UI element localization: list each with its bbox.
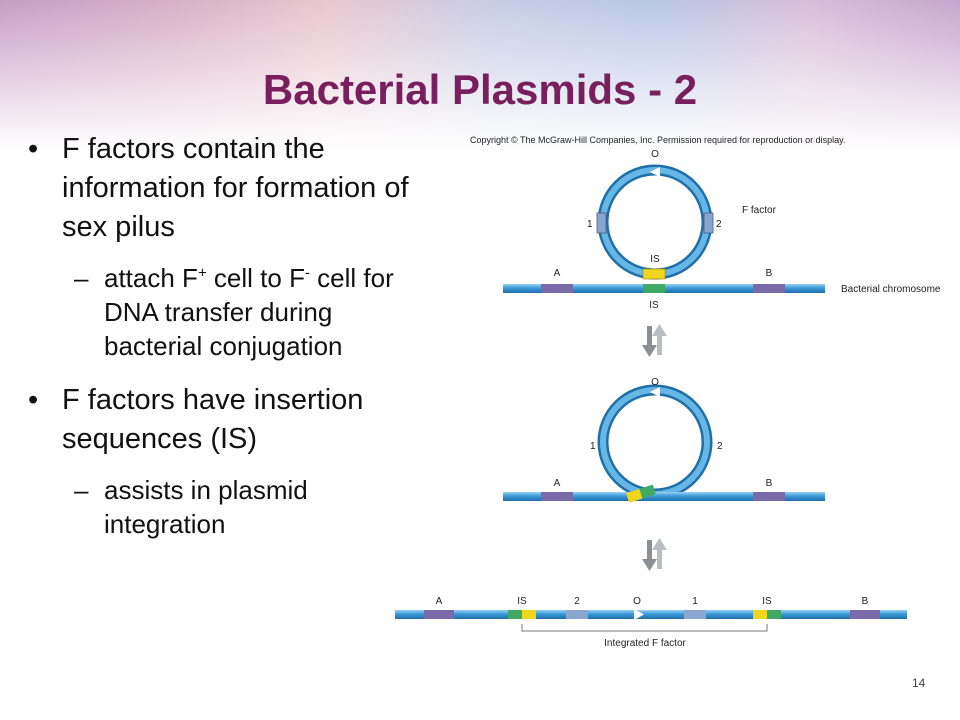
label-is-left: IS [517,596,527,607]
is-segment-yellow [753,610,767,619]
stage-2-pairing: O 1 2 A B [503,377,825,503]
label-bacterial-chromosome: Bacterial chromosome [841,284,941,295]
label-origin: O [651,377,659,388]
is-segment-green [508,610,522,619]
slide-title: Bacterial Plasmids - 2 [262,66,698,113]
label-gene-b: B [766,268,773,279]
label-gene-1: 1 [692,596,698,607]
equilibrium-arrows-icon [642,538,667,571]
gene-a-segment [541,284,573,293]
gene-b-segment [753,492,785,501]
bullet-text: F factors contain the information for fo… [62,133,409,243]
sub-bullet-fragment: cell to F [206,263,305,293]
gene-2-segment [703,212,714,234]
bullet-list: • F factors contain the information for … [28,130,418,559]
sub-bullet-item: – attach F+ cell to F- cell for DNA tran… [28,261,418,363]
sub-bullet-fragment: attach F [104,263,198,293]
header-banner [0,0,960,150]
integrated-f-factor-bracket [521,624,768,632]
sub-bullet-text: assists in plasmid integration [104,475,308,539]
gene-b-segment [850,610,880,619]
bullet-dot-icon: • [28,384,39,416]
label-gene-2: 2 [574,596,580,607]
dash-icon: – [74,475,89,505]
is-segment-green [639,484,656,499]
dash-icon: – [74,263,89,293]
origin-arrow-icon [650,387,660,397]
gene-a-segment [424,610,454,619]
label-gene-1: 1 [590,441,596,452]
label-gene-b: B [766,478,773,489]
is-segment-green [643,284,665,293]
label-f-factor: F factor [742,205,777,216]
is-segment-green [767,610,781,619]
bacterial-chromosome-bar [503,492,825,501]
integrated-chromosome-bar [395,610,907,619]
label-gene-b: B [862,596,869,607]
origin-arrow-icon [634,609,644,620]
label-gene-1: 1 [587,219,593,230]
equilibrium-arrows-icon [642,324,667,357]
label-is-top: IS [650,254,660,265]
label-origin: O [651,149,659,160]
gene-b-segment [753,284,785,293]
bullet-item: • F factors have insertion sequences (IS… [28,381,418,459]
label-origin: O [633,596,641,607]
sub-bullet-item: – assists in plasmid integration [28,473,418,541]
stage-3-integrated: A IS 2 O 1 IS B Integrated F factor [395,596,907,649]
label-gene-a: A [554,268,561,279]
label-is-right: IS [762,596,772,607]
label-gene-2: 2 [716,219,722,230]
label-is-bottom: IS [649,300,659,311]
stage-1-free-f-factor: O 1 2 F factor IS A B IS Bacterial chrom… [503,149,941,311]
is-segment-yellow [626,488,643,503]
f-factor-ring-highlight [600,387,710,497]
page-number: 14 [912,676,926,690]
sub-bullet-fragment: cell for DNA transfer during bacterial c… [104,263,394,361]
sub-bullet-text: attach F+ cell to F- cell for DNA transf… [104,263,394,361]
superscript-minus: - [304,264,310,282]
gene-1-segment [684,610,706,619]
bullet-item: • F factors contain the information for … [28,130,418,247]
is-segment-yellow [642,268,666,280]
gene-2-segment [566,610,588,619]
bullet-text: F factors have insertion sequences (IS) [62,384,364,455]
gene-a-segment [541,492,573,501]
label-gene-a: A [436,596,443,607]
is-segment-yellow [522,610,536,619]
superscript-plus: + [197,264,207,282]
gene-1-segment [596,212,607,234]
copyright-notice: Copyright © The McGraw-Hill Companies, I… [470,135,845,145]
f-factor-diagram: Copyright © The McGraw-Hill Companies, I… [395,135,941,649]
bullet-dot-icon: • [28,133,39,165]
origin-arrow-icon [650,167,660,177]
label-gene-2: 2 [717,441,723,452]
label-integrated-f-factor: Integrated F factor [604,638,686,649]
label-gene-a: A [554,478,561,489]
